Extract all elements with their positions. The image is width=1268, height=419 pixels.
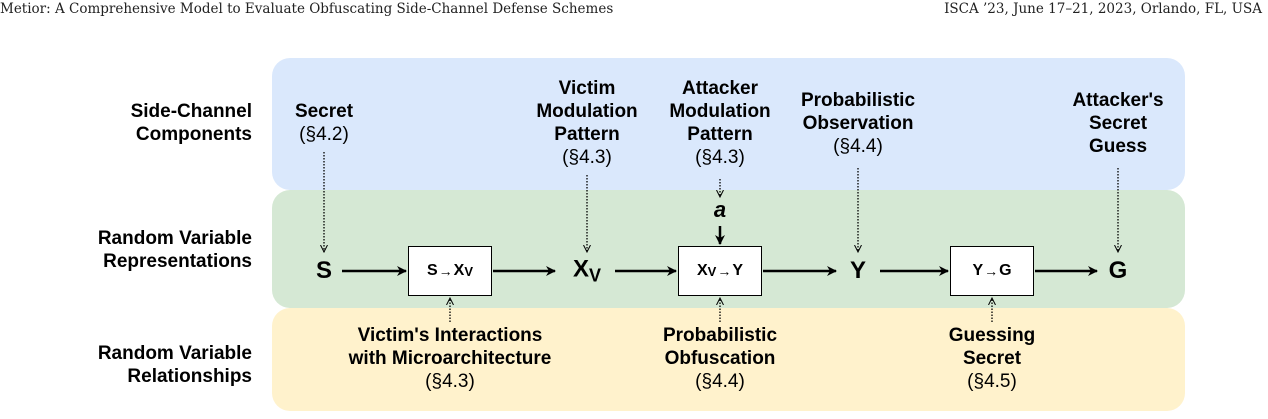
- box-from: X: [696, 262, 708, 279]
- component-title: Secret: [294, 101, 354, 122]
- right-arrow-icon: →: [717, 263, 732, 279]
- component-attacker-modulation-pattern: Attacker Modulation Pattern (§4.3): [669, 77, 770, 169]
- row-label-line: Relationships: [127, 366, 252, 387]
- variable-y: Y: [849, 257, 867, 284]
- box-from: S: [426, 262, 438, 279]
- relationship-title: Secret: [962, 348, 1022, 369]
- section-ref: (§4.4): [695, 371, 745, 392]
- row-label-line: Components: [135, 124, 252, 145]
- relationship-title: Victim's Interactions: [357, 325, 543, 346]
- component-title: Pattern: [687, 124, 753, 145]
- relationships-band: [272, 308, 1185, 411]
- component-title: Guess: [1088, 136, 1148, 157]
- row-label-line: Random Variable: [97, 343, 252, 364]
- section-ref: (§4.3): [425, 371, 475, 392]
- variable-s: S: [315, 257, 333, 284]
- right-arrow-icon: →: [438, 263, 453, 279]
- box-to-subscript: V: [464, 263, 473, 279]
- row-label-line: Representations: [103, 251, 252, 272]
- variable-g: G: [1108, 257, 1128, 284]
- running-header-venue: ISCA ’23, June 17–21, 2023, Orlando, FL,…: [944, 1, 1262, 17]
- component-title: Victim: [558, 78, 616, 99]
- component-title: Pattern: [554, 124, 620, 145]
- box-from: Y: [972, 262, 984, 279]
- section-ref: (§4.2): [299, 124, 349, 145]
- relationship-probabilistic-obfuscation: Probabilistic Obfuscation (§4.4): [663, 324, 777, 393]
- box-to: G: [999, 262, 1012, 279]
- variable-a: a: [713, 197, 727, 222]
- row-label-line: Random Variable: [97, 228, 252, 249]
- row-label-representations: Random Variable Representations: [52, 227, 252, 273]
- component-title: Modulation: [669, 101, 771, 122]
- relationship-victim-interactions: Victim's Interactions with Microarchitec…: [349, 324, 552, 393]
- variable-xv-base: X: [572, 255, 589, 283]
- relationship-title: Probabilistic: [662, 325, 778, 346]
- section-ref: (§4.3): [695, 147, 745, 168]
- relationship-guessing-secret: Guessing Secret (§4.5): [949, 324, 1036, 393]
- row-label-line: Side-Channel: [130, 101, 252, 122]
- component-title: Probabilistic: [800, 90, 916, 111]
- component-attacker-secret-guess: Attacker's Secret Guess: [1072, 89, 1163, 158]
- variable-xv: XV: [573, 256, 601, 287]
- relationship-title: Guessing: [948, 325, 1036, 346]
- right-arrow-icon: →: [984, 263, 999, 279]
- section-ref: (§4.5): [967, 371, 1017, 392]
- component-victim-modulation-pattern: Victim Modulation Pattern (§4.3): [536, 77, 637, 169]
- row-label-relationships: Random Variable Relationships: [52, 342, 252, 388]
- component-probabilistic-observation: Probabilistic Observation (§4.4): [801, 89, 915, 158]
- components-band: [272, 58, 1185, 190]
- box-to: Y: [732, 262, 743, 279]
- variable-xv-subscript: V: [589, 265, 602, 286]
- component-title: Observation: [802, 113, 914, 134]
- running-header-title: Metior: A Comprehensive Model to Evaluat…: [0, 1, 614, 17]
- component-title: Attacker's: [1072, 90, 1164, 111]
- section-ref: (§4.4): [833, 136, 883, 157]
- component-title: Attacker: [681, 78, 759, 99]
- relationship-title: Obfuscation: [664, 348, 776, 369]
- box-from-subscript: V: [707, 263, 717, 279]
- component-secret: Secret (§4.2): [295, 100, 353, 146]
- relationship-box-y-to-g: Y→G: [950, 246, 1034, 296]
- relationship-title: with Microarchitecture: [348, 348, 552, 369]
- section-ref: (§4.3): [562, 147, 612, 168]
- box-to: X: [453, 262, 465, 279]
- component-title: Secret: [1088, 113, 1148, 134]
- component-title: Modulation: [536, 101, 638, 122]
- row-label-components: Side-Channel Components: [52, 100, 252, 146]
